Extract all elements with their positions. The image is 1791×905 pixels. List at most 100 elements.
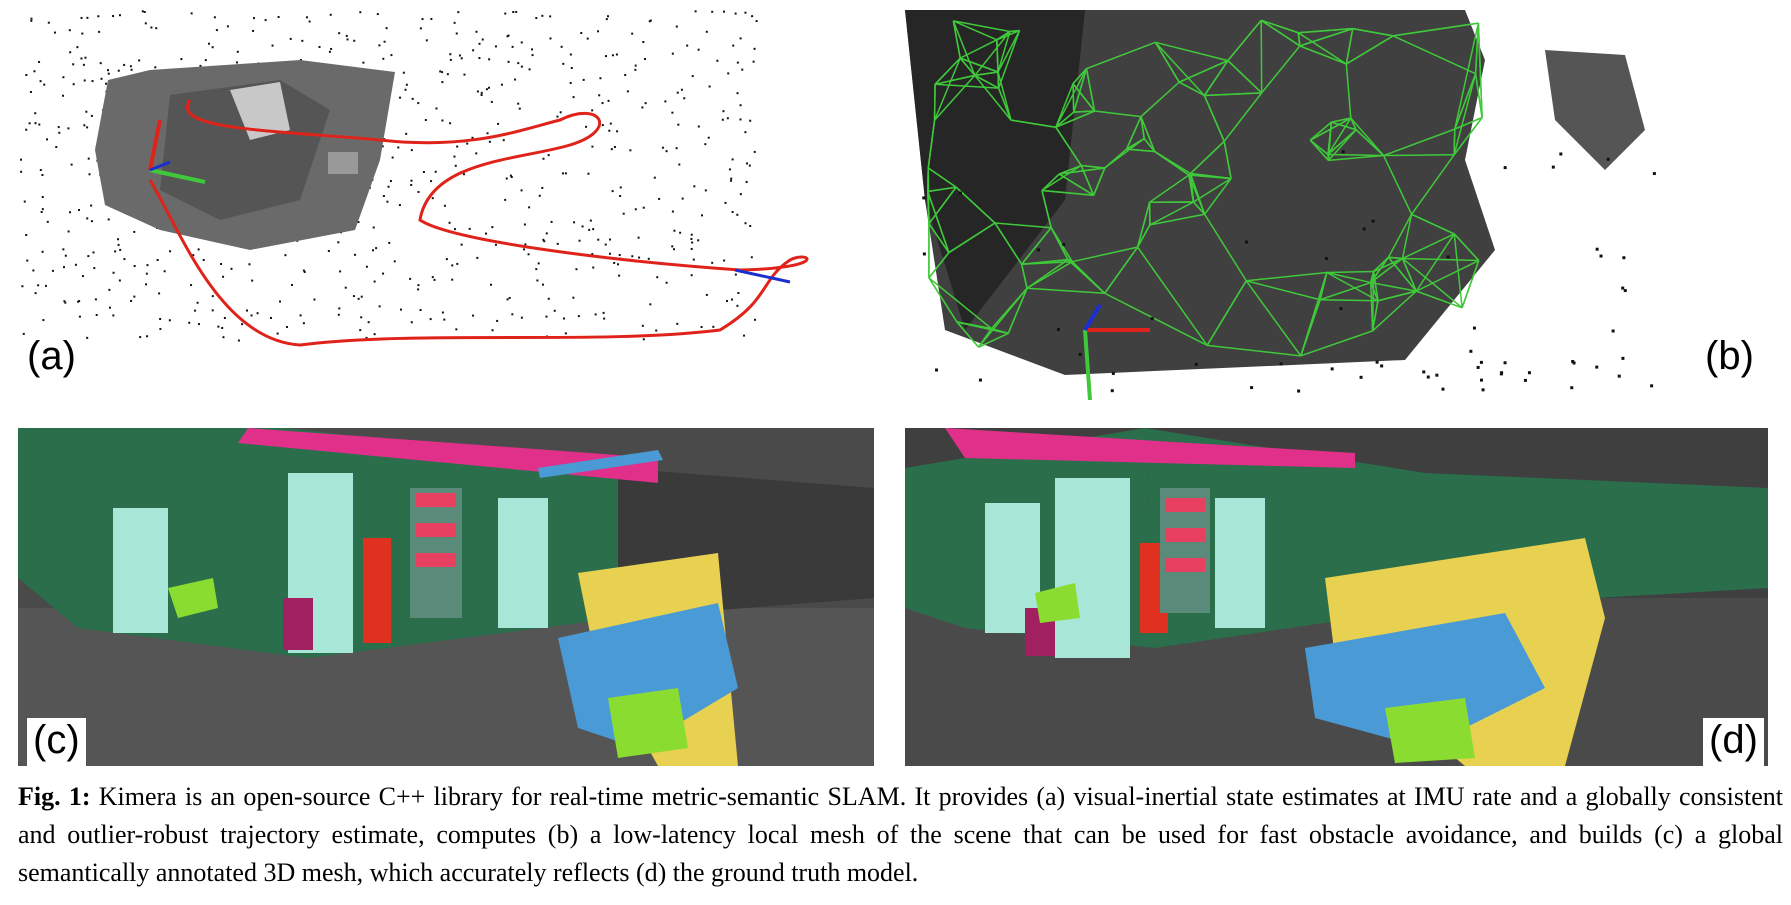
feature-point [692,258,695,261]
feature-point [716,59,719,62]
mesh-edges [926,19,1483,357]
feature-point [1571,360,1575,364]
feature-point [74,263,77,266]
feature-point [130,299,133,302]
feature-point [1472,326,1476,330]
mesh-edge [994,222,1052,229]
feature-point [386,200,389,203]
feature-point [619,194,622,197]
feature-point [77,300,80,303]
feature-point [734,12,737,15]
feature-point [520,189,523,192]
feature-point [424,119,427,122]
feature-point [653,176,656,179]
feature-point [433,278,436,281]
feature-point [146,264,149,267]
feature-point [308,20,311,23]
feature-point [560,45,563,48]
mesh-edge [1326,271,1371,284]
feature-point [434,170,437,173]
feature-point [577,315,580,318]
feature-point [373,280,376,283]
feature-point [705,30,708,33]
feature-point [587,172,590,175]
feature-point [301,39,304,42]
feature-point [99,62,102,65]
mesh-edge [1300,330,1373,357]
feature-point [518,107,521,110]
feature-point [478,57,481,60]
feature-point [443,204,446,207]
feature-point [1324,257,1328,261]
feature-point [520,65,523,68]
feature-point [138,59,141,62]
feature-point [690,247,693,250]
feature-point [575,268,578,271]
cabinet-right [1215,498,1265,628]
feature-point [25,128,28,131]
feature-point [382,57,385,60]
mesh-edge [1461,260,1480,309]
feature-point [506,35,509,38]
panel-label-b: (b) [1705,334,1754,378]
feature-point [1422,370,1426,374]
feature-point [389,180,392,183]
mesh-edge [1206,280,1247,346]
feature-point [289,37,292,40]
mesh-edge [1260,19,1299,34]
chair [1385,698,1475,763]
feature-point [37,284,40,287]
feature-point [1617,374,1621,378]
feature-point [410,179,413,182]
feature-point [417,190,420,193]
feature-point [731,298,734,301]
feature-point [619,186,622,189]
feature-point [357,221,360,224]
feature-point [190,12,193,15]
feature-point [490,283,493,286]
mesh-edge [997,87,1012,121]
feature-point [608,252,611,255]
shelf-item-2 [416,523,456,537]
feature-point [393,260,396,263]
mesh-edge [1059,167,1105,175]
mesh-edge [1041,189,1094,197]
mesh-edge [1021,258,1068,265]
feature-point [471,136,474,139]
feature-point [1062,242,1066,246]
mesh-edge [935,83,999,89]
feature-point [55,146,58,149]
feature-point [302,269,305,272]
mesh-edge [1204,92,1262,97]
feature-point [20,170,23,173]
feature-point [665,150,668,153]
feature-point [475,30,478,33]
feature-point [192,254,195,257]
checkerboard [328,152,358,174]
panel-d-ground-truth [905,428,1768,766]
feature-point [496,319,499,322]
feature-point [385,27,388,30]
feature-point [460,243,463,246]
feature-point [491,329,494,332]
feature-point [1435,373,1439,377]
mesh-edge [1477,23,1483,118]
feature-point [609,238,612,241]
feature-point [490,100,493,103]
feature-point [671,52,674,55]
feature-point [549,37,552,40]
feature-point [1499,372,1503,376]
feature-point [63,266,66,269]
figure-caption: Fig. 1: Kimera is an open-source C++ lib… [18,778,1783,892]
mesh-edge [928,186,957,225]
caption-prefix: Fig. 1: [18,782,91,811]
feature-point [656,276,659,279]
feature-point [588,228,591,231]
mesh-edge [1140,116,1156,152]
feature-point [22,332,25,335]
mesh-edge [1072,83,1075,113]
feature-point [105,82,108,85]
mesh-edge [1355,129,1385,157]
feature-point [494,45,497,48]
feature-point [671,210,674,213]
